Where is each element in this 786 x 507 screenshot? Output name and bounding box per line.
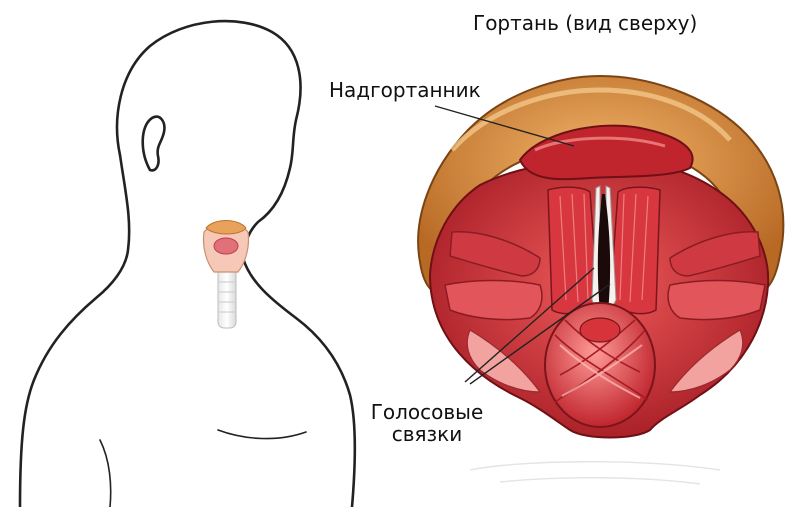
chest-line bbox=[218, 430, 306, 439]
head-outline bbox=[117, 21, 300, 258]
epiglottis-label: Надгортанник bbox=[329, 79, 481, 101]
front-neck-outline bbox=[243, 258, 355, 507]
neck-larynx-inset bbox=[203, 221, 248, 329]
vocal-cords-label-line1: Голосовые bbox=[367, 401, 487, 423]
back-neck-outline bbox=[20, 155, 129, 507]
armpit-line bbox=[100, 440, 111, 507]
vocal-cords-label: Голосовые связки bbox=[367, 401, 487, 445]
arytenoid-muscles bbox=[545, 303, 655, 427]
human-silhouette bbox=[20, 21, 355, 507]
vocal-cords-label-line2: связки bbox=[367, 423, 487, 445]
diagram-title: Гортань (вид сверху) bbox=[473, 12, 697, 34]
ear-outline bbox=[143, 117, 165, 171]
